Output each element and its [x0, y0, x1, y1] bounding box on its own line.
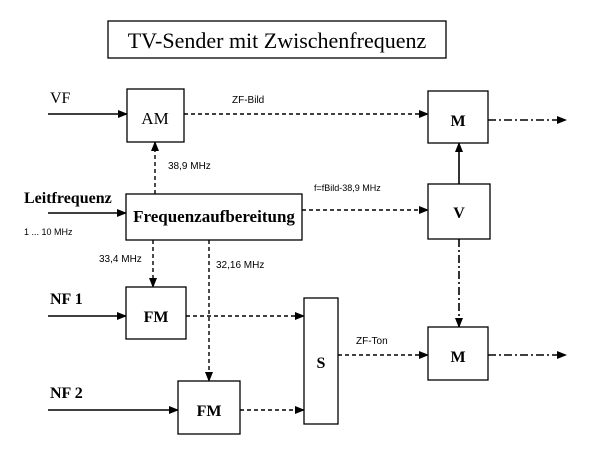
- input-leitfrequenz-label: Leitfrequenz: [24, 190, 112, 207]
- block-s-label: S: [317, 355, 326, 372]
- fm2-frequency-label: 32,16 MHz: [216, 260, 264, 271]
- block-s: S: [303, 297, 339, 425]
- block-am-label: AM: [141, 109, 168, 128]
- diagram-title: TV-Sender mit Zwischenfrequenz: [128, 28, 427, 53]
- block-frequenzaufbereitung-label: Frequenzaufbereitung: [133, 207, 295, 226]
- input-nf2-label: NF 2: [50, 385, 83, 402]
- block-frequenzaufbereitung: Frequenzaufbereitung: [125, 193, 303, 241]
- connections: [48, 110, 567, 414]
- zf-ton-label: ZF-Ton: [356, 336, 388, 347]
- zf-bild-label: ZF-Bild: [232, 95, 264, 106]
- input-vf-label: VF: [50, 90, 71, 107]
- block-v: V: [427, 183, 491, 240]
- block-am: AM: [126, 88, 185, 143]
- block-v-label: V: [453, 205, 465, 222]
- block-m-bottom-label: M: [450, 349, 465, 366]
- am-frequency-label: 38,9 MHz: [168, 161, 211, 172]
- block-fm-1: FM: [125, 286, 187, 340]
- block-m-top-label: M: [450, 113, 465, 130]
- v-frequency-label: f=fBild-38,9 MHz: [314, 183, 381, 193]
- title-box: TV-Sender mit Zwischenfrequenz: [107, 20, 447, 59]
- block-fm-2-label: FM: [197, 403, 222, 420]
- block-m-bottom: M: [427, 326, 489, 381]
- input-nf1-label: NF 1: [50, 291, 83, 308]
- block-fm-2: FM: [177, 380, 241, 435]
- block-fm-1-label: FM: [144, 309, 169, 326]
- block-m-top: M: [427, 90, 489, 144]
- leitfrequenz-range-label: 1 ... 10 MHz: [24, 227, 73, 237]
- fm1-frequency-label: 33,4 MHz: [99, 254, 142, 265]
